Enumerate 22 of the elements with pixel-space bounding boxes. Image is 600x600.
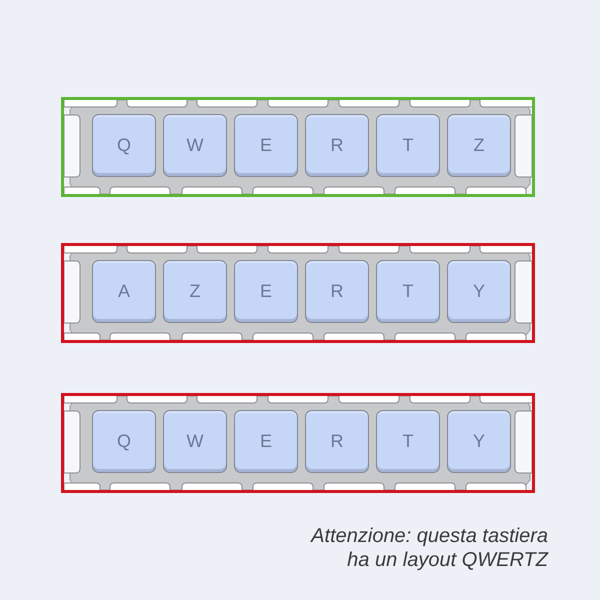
- keyboard-key: R: [305, 260, 369, 323]
- keyboard-key: Z: [163, 260, 227, 323]
- keyboard-key: Q: [92, 114, 156, 177]
- keyboard-key: Y: [447, 410, 511, 473]
- keyboard-key: W: [163, 410, 227, 473]
- keyboard-key: Y: [447, 260, 511, 323]
- keyboard-key: W: [163, 114, 227, 177]
- keyboard-key: T: [376, 260, 440, 323]
- keyboard-key: R: [305, 114, 369, 177]
- keyboard-row-frame: [61, 243, 535, 343]
- keyboard-key: Z: [447, 114, 511, 177]
- caption: Attenzione: questa tastiera ha un layout QWERTZ: [309, 524, 548, 572]
- keyboard-key: A: [92, 260, 156, 323]
- keyboard-key: T: [376, 410, 440, 473]
- keyboard-key: T: [376, 114, 440, 177]
- keyboard-key: E: [234, 114, 298, 177]
- keyboard-row-frame: [61, 97, 535, 197]
- keyboard-key: E: [234, 410, 298, 473]
- keyboard-key: Q: [92, 410, 156, 473]
- keyboard-row-frame: [61, 393, 535, 493]
- keyboard-key: R: [305, 410, 369, 473]
- keyboard-key: E: [234, 260, 298, 323]
